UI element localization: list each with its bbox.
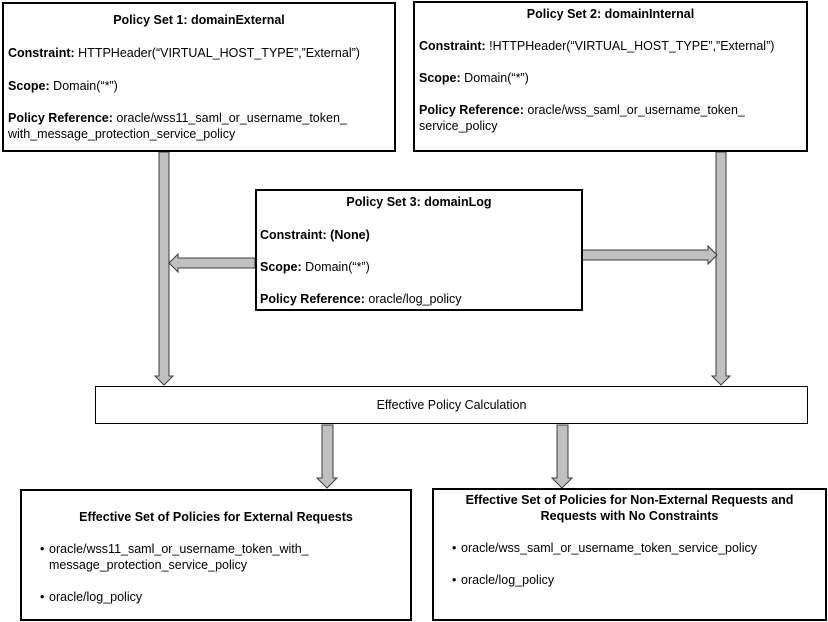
- policy-set-1-constraint: Constraint: HTTPHeader(“VIRTUAL_HOST_TYP…: [8, 45, 360, 61]
- arrow-ps2-to-calc: [710, 151, 732, 386]
- policy-set-3-scope-value: Domain(“*”): [305, 260, 370, 274]
- policy-reference-label: Policy Reference:: [260, 292, 365, 306]
- policy-set-3-reference-value: oracle/log_policy: [368, 292, 462, 306]
- policy-set-1-title: Policy Set 1: domainExternal: [113, 13, 285, 27]
- arrow-calc-to-external: [315, 424, 339, 489]
- policy-set-2-reference-line1: oracle/wss_saml_or_username_token_: [527, 103, 745, 117]
- policy-set-1-policy-reference: Policy Reference: oracle/wss11_saml_or_u…: [8, 110, 347, 126]
- arrow-ps1-to-calc: [153, 151, 175, 386]
- arrow-ps3-to-ps1: [168, 252, 256, 274]
- policy-set-1-scope-value: Domain(“*”): [53, 79, 118, 93]
- effective-policy-calculation-box: Effective Policy Calculation: [95, 386, 808, 424]
- effective-non-external-box: Effective Set of Policies for Non-Extern…: [432, 488, 827, 621]
- policy-set-3-scope: Scope: Domain(“*”): [260, 259, 370, 275]
- bullet-text-line1: oracle/log_policy: [461, 573, 555, 587]
- policy-set-3-constraint: Constraint: (None): [260, 227, 370, 243]
- bullet-text-line2: message_protection_service_policy: [49, 558, 248, 572]
- arrow-ps3-to-ps2: [581, 244, 718, 266]
- policy-set-2-reference-line2: service_policy: [419, 119, 498, 133]
- arrow-calc-to-non-external: [550, 424, 574, 489]
- policy-set-1-reference-line1: oracle/wss11_saml_or_username_token_: [116, 111, 347, 125]
- policy-set-2-constraint: Constraint: !HTTPHeader(“VIRTUAL_HOST_TY…: [419, 38, 774, 54]
- bullet-glyph: •: [452, 541, 457, 555]
- bullet-glyph: •: [452, 573, 457, 587]
- policy-set-2-scope-value: Domain(“*”): [464, 71, 529, 85]
- effective-external-title: Effective Set of Policies for External R…: [79, 510, 353, 524]
- effective-non-external-title-line2: Requests with No Constraints: [540, 509, 719, 523]
- policy-set-2-constraint-value: !HTTPHeader(“VIRTUAL_HOST_TYPE”,”Externa…: [489, 39, 775, 53]
- scope-label: Scope:: [260, 260, 302, 274]
- scope-label: Scope:: [8, 79, 50, 93]
- policy-set-3-title: Policy Set 3: domainLog: [346, 195, 492, 209]
- policy-set-3-constraint-value: (None): [330, 228, 370, 242]
- bullet-glyph: •: [40, 542, 45, 556]
- bullet-text-line1: oracle/wss11_saml_or_username_token_with…: [49, 542, 309, 556]
- policy-set-1-reference-line2: with_message_protection_service_policy: [8, 127, 236, 141]
- policy-reference-label: Policy Reference:: [419, 103, 524, 117]
- policy-set-2-box: Policy Set 2: domainInternal Constraint:…: [413, 1, 808, 152]
- scope-label: Scope:: [419, 71, 461, 85]
- constraint-label: Constraint:: [260, 228, 327, 242]
- policy-set-1-box: Policy Set 1: domainExternal Constraint:…: [2, 2, 396, 152]
- constraint-label: Constraint:: [419, 39, 486, 53]
- bullet-text-line1: oracle/wss_saml_or_username_token_servic…: [461, 541, 757, 555]
- effective-non-external-title-line1: Effective Set of Policies for Non-Extern…: [465, 493, 794, 507]
- constraint-label: Constraint:: [8, 46, 75, 60]
- policy-set-2-scope: Scope: Domain(“*”): [419, 70, 529, 86]
- effective-external-box: Effective Set of Policies for External R…: [20, 489, 412, 621]
- policy-set-3-box: Policy Set 3: domainLog Constraint: (Non…: [255, 189, 583, 311]
- policy-set-2-policy-reference: Policy Reference: oracle/wss_saml_or_use…: [419, 102, 745, 118]
- policy-set-1-constraint-value: HTTPHeader(“VIRTUAL_HOST_TYPE”,”External…: [78, 46, 360, 60]
- policy-set-3-policy-reference: Policy Reference: oracle/log_policy: [260, 291, 462, 307]
- bullet-text-line1: oracle/log_policy: [49, 590, 143, 604]
- policy-reference-label: Policy Reference:: [8, 111, 113, 125]
- policy-set-2-title: Policy Set 2: domainInternal: [526, 7, 695, 21]
- policy-set-1-scope: Scope: Domain(“*”): [8, 78, 118, 94]
- bullet-glyph: •: [40, 590, 45, 604]
